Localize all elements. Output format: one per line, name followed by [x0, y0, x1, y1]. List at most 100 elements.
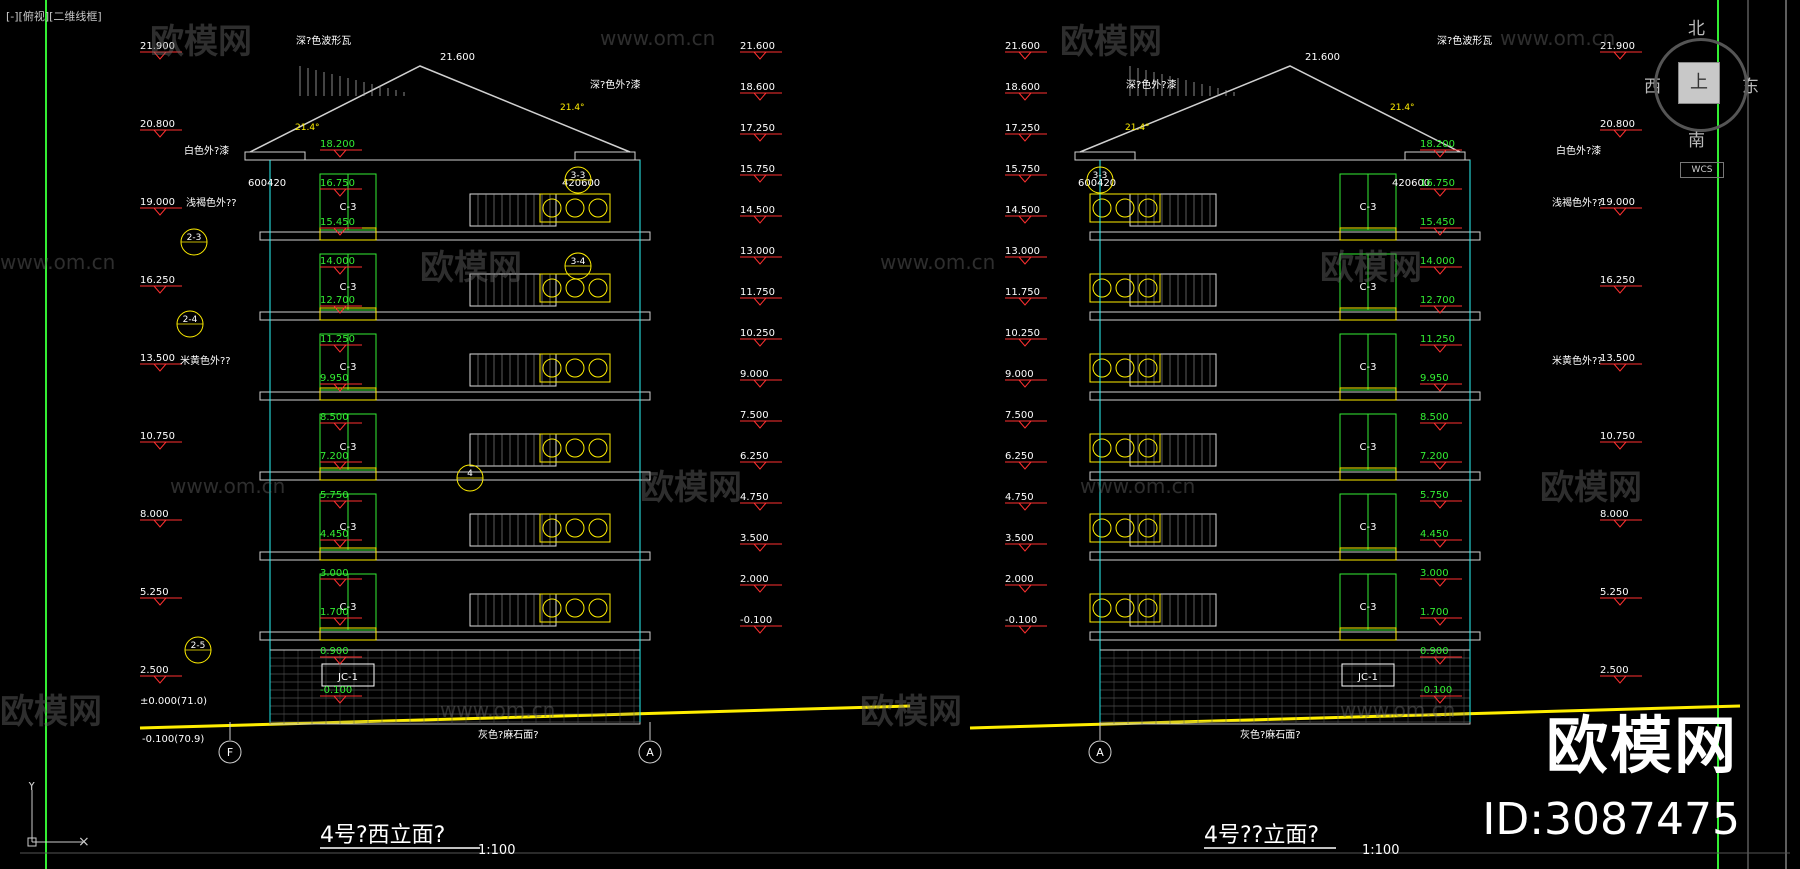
base-window [1341, 663, 1395, 687]
floor-level-marker: 15.450 [320, 217, 362, 236]
elevation-triangle [1433, 344, 1447, 353]
decorative-railing [1089, 353, 1161, 383]
elevation-triangle [153, 363, 167, 372]
elevation-label: 13.500 [140, 353, 175, 364]
elevation-label: 0.900 [1420, 646, 1449, 657]
eave-dimension: 420600 [1392, 178, 1430, 189]
floor-level-marker: 9.950 [320, 373, 362, 392]
elevation-triangle [153, 675, 167, 684]
viewcube-compass-ring[interactable] [1654, 38, 1748, 132]
railing-ornament [542, 438, 562, 458]
elevation-label: 3.500 [1005, 533, 1034, 544]
railing-ornament [588, 598, 608, 618]
ground-line [139, 704, 911, 730]
elevation-label: 13.500 [1600, 353, 1635, 364]
elevation-label: 9.000 [740, 369, 769, 380]
railing-ornament [1092, 598, 1112, 618]
axis-bubble [1088, 740, 1112, 764]
balcony-railing [1129, 593, 1217, 627]
window-tag: C-3 [340, 282, 357, 293]
elevation-label: 8.500 [320, 412, 349, 423]
elevation-triangle [333, 539, 347, 548]
elevation-label: 2.500 [140, 665, 169, 676]
railing-ornament [1115, 358, 1135, 378]
elevation-marker-right: 13.500 [1600, 353, 1642, 372]
roof-angle: 21.4° [560, 103, 585, 113]
elevation-triangle [1433, 656, 1447, 665]
watermark-brand: 欧模网 [420, 248, 522, 288]
floor-level-marker: 5.750 [320, 490, 362, 509]
floor-level-marker: 3.000 [1420, 568, 1462, 587]
elevation-label: 10.250 [1005, 328, 1040, 339]
roof-angle: 21.4° [1390, 103, 1415, 113]
window-tag: C-3 [1360, 522, 1377, 533]
elevation-label: 20.800 [140, 119, 175, 130]
watermark-url: www.om.cn [880, 250, 996, 274]
balcony-railing [469, 513, 557, 547]
elevation-label: 15.450 [320, 217, 355, 228]
railing-ornament [542, 278, 562, 298]
railing-ornament [542, 518, 562, 538]
decorative-railing [539, 193, 611, 223]
elevation-marker-right: 4.750 [740, 492, 782, 511]
elevation-marker-left: 16.250 [140, 275, 182, 294]
elevation-marker-right: 15.750 [740, 164, 782, 183]
floor-level-marker: 0.900 [320, 646, 362, 665]
axis-bubble [218, 740, 242, 764]
elevation-label: 19.000 [1600, 197, 1635, 208]
elevation-marker-left: 8.000 [140, 509, 182, 528]
elevation-marker-left: 21.600 [1005, 41, 1047, 60]
railing-ornament [588, 198, 608, 218]
brand-logo: 欧模网 [1545, 709, 1738, 782]
elevation-label: 11.250 [320, 334, 355, 345]
elevation-marker-right: 11.750 [740, 287, 782, 306]
view-cube[interactable]: 北 西 东 上 南 WCS [1644, 14, 1764, 184]
watermark-url: www.om.cn [1080, 474, 1196, 498]
elevation-marker-right: 17.250 [740, 123, 782, 142]
wcs-menu[interactable]: WCS [1680, 162, 1724, 178]
roof-outline [1079, 65, 1461, 153]
elevation-label: 3.000 [320, 568, 349, 579]
elevation-marker-right: 7.500 [740, 410, 782, 429]
elevation-triangle [333, 383, 347, 392]
view-label[interactable]: [-][俯视][二维线框] [6, 10, 102, 23]
material-note: 深?色波形瓦 [296, 34, 351, 47]
window-tag: C-3 [1360, 282, 1377, 293]
elevation-label: 15.750 [1005, 164, 1040, 175]
elevation-triangle [753, 215, 767, 224]
railing-ornament [565, 198, 585, 218]
elevation-marker-left: 7.500 [1005, 410, 1047, 429]
eave [574, 151, 636, 161]
elevation-triangle [1018, 502, 1032, 511]
elevation-label: 8.000 [140, 509, 169, 520]
railing-ornament [1092, 358, 1112, 378]
floor-level-marker: 15.450 [1420, 217, 1462, 236]
watermark-brand: 欧模网 [860, 692, 962, 732]
viewcube-top-face[interactable]: 上 [1678, 62, 1720, 104]
elevation-label: 9.000 [1005, 369, 1034, 380]
floor-level-marker: 1.700 [1420, 607, 1462, 626]
elevation-label: 15.450 [1420, 217, 1455, 228]
watermark-url: www.om.cn [440, 698, 556, 722]
elevation-triangle [1433, 617, 1447, 626]
elevation-triangle [1433, 383, 1447, 392]
elevation-triangle [1018, 297, 1032, 306]
viewcube-north[interactable]: 北 [1688, 19, 1705, 39]
elevation-triangle [153, 519, 167, 528]
railing-ornament [1115, 198, 1135, 218]
elevation-marker-left: 11.750 [1005, 287, 1047, 306]
elevation-triangle [753, 338, 767, 347]
decorative-railing [1089, 273, 1161, 303]
elevation-triangle [153, 51, 167, 60]
elevation-label: 4.750 [1005, 492, 1034, 503]
viewcube-south[interactable]: 南 [1688, 131, 1705, 151]
elevation-label: 10.750 [140, 431, 175, 442]
floor-level-marker: 7.200 [320, 451, 362, 470]
elevation-marker-left: 15.750 [1005, 164, 1047, 183]
balcony-railing [469, 273, 557, 307]
floor-level-marker: 8.500 [1420, 412, 1462, 431]
elevation-label: 14.000 [320, 256, 355, 267]
elevation-label: 14.500 [1005, 205, 1040, 216]
